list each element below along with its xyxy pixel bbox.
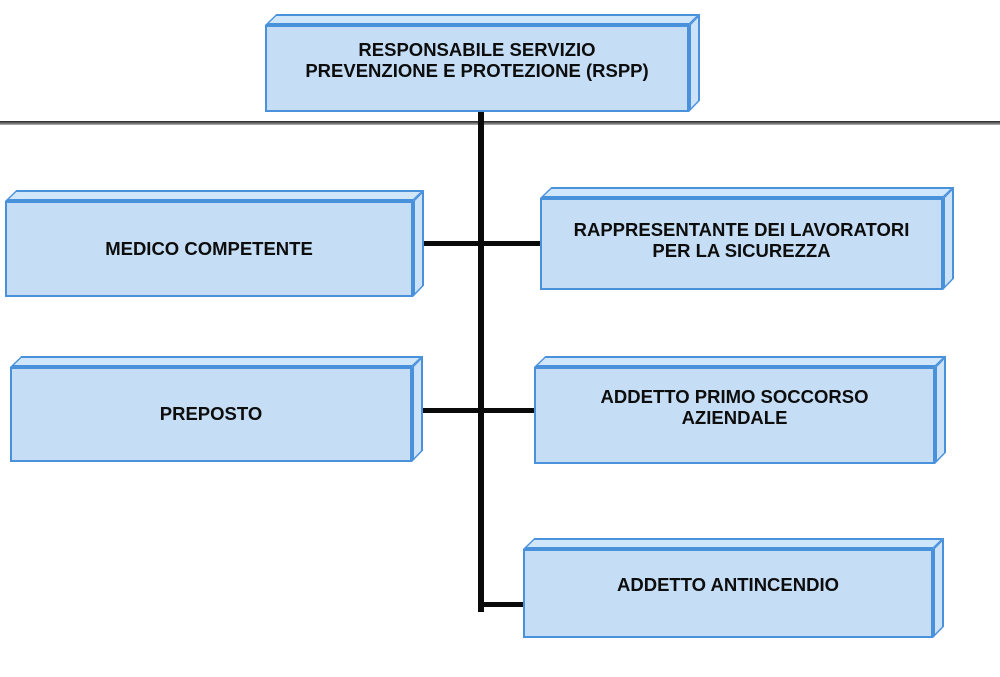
header-divider-line <box>0 121 1000 125</box>
connector-trunk-vertical <box>478 112 484 612</box>
connector-row1-horizontal <box>421 241 542 246</box>
node-medico-competente: MEDICO COMPETENTE <box>5 201 413 297</box>
node-addetto-primo-soccorso: ADDETTO PRIMO SOCCORSO AZIENDALE <box>534 367 935 464</box>
node-preposto: PREPOSTO <box>10 367 412 462</box>
node-medico-competente-label: MEDICO COMPETENTE <box>105 237 313 259</box>
node-addetto-antincendio: ADDETTO ANTINCENDIO <box>523 549 933 638</box>
node-rspp-label: RESPONSABILE SERVIZIO PREVENZIONE E PROT… <box>305 38 649 81</box>
node-preposto-label: PREPOSTO <box>159 403 263 425</box>
node-rappresentante-lavoratori-sicurezza: RAPPRESENTANTE DEI LAVORATORI PER LA SIC… <box>540 198 943 290</box>
node-addetto-antincendio-label: ADDETTO ANTINCENDIO <box>617 574 839 596</box>
node-addetto-primo-soccorso-label: ADDETTO PRIMO SOCCORSO AZIENDALE <box>600 385 869 428</box>
node-rspp: RESPONSABILE SERVIZIO PREVENZIONE E PROT… <box>265 25 689 112</box>
connector-row2-horizontal <box>421 408 535 413</box>
node-rls-label: RAPPRESENTANTE DEI LAVORATORI PER LA SIC… <box>573 219 910 261</box>
connector-row3-elbow <box>478 602 528 607</box>
